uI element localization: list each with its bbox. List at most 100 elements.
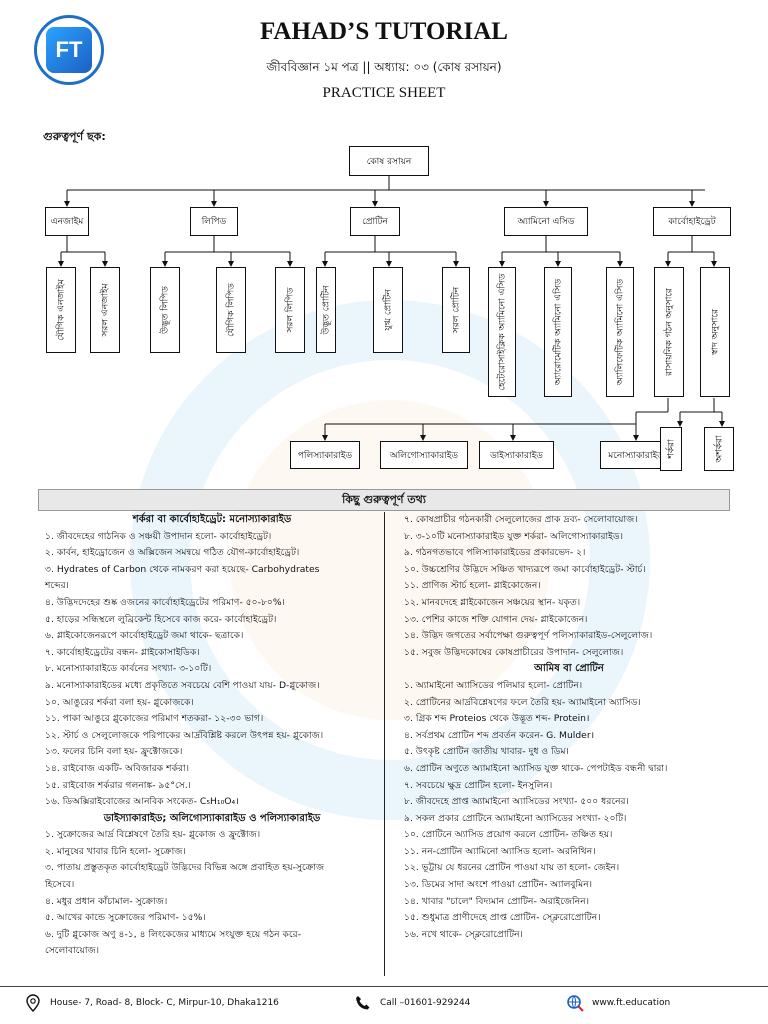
node-conjugated-protein: যুগ্ম প্রোটিন: [373, 267, 403, 353]
protein-fact-item: ১. অ্যামাইনো অ্যাসিডের পলিমার হলো- প্রোট…: [404, 679, 583, 691]
node-compound-enzyme: যৌগিক এনজাইম: [46, 267, 76, 353]
fact-list-protein: ১. অ্যামাইনো অ্যাসিডের পলিমার হলো- প্রোট…: [404, 678, 734, 944]
facts-heading: কিছু গুরুত্বপূর্ণ তথ্য: [38, 489, 730, 511]
node-derived-lipid: উদ্ভূত লিপিড: [150, 267, 180, 353]
node-simple-enzyme: সরল এনজাইম: [90, 267, 120, 353]
node-by-taste: স্বাদ অনুসারে: [700, 267, 730, 397]
polysaccharide-fact-item: ১১. প্রাণিজ স্টার্চ হলো- গ্লাইকোজেন।: [404, 580, 541, 592]
carbohydrate-fact-item: ১৪. রাইবোজ একটি- অবিজারক শর্করা।: [45, 762, 190, 774]
protein-fact-item: ৬. প্রোটিন অণুতে অ্যামাইনো অ্যাসিড যুক্ত…: [404, 762, 668, 774]
carbohydrate-fact-item: ৩. Hydrates of Carbon থেকে নামকরণ করা হয…: [45, 563, 320, 575]
node-aliphatic-amino: অ্যালিফেটিক অ্যামিনো এসিড: [606, 267, 634, 397]
carbohydrate-fact-item: ১৬. ডিঅক্সিরাইবোজের আনবিক সংকেত- C₅H₁₀O₄…: [45, 796, 239, 808]
phone-text: Call –01601-929244: [380, 998, 471, 1008]
protein-fact-item: ১২. ভূট্টায় যে ধরনের প্রোটিন পাওয়া যায…: [404, 862, 620, 874]
node-oligosaccharide: অলিগোস্যাকারাইড: [380, 441, 468, 469]
fact-list-carbohydrate: ১. জীবদেহের গাঠনিক ও সঞ্চয়ী উপাদান হলো-…: [45, 529, 379, 811]
polysaccharide-fact-item: ৭. কোষপ্রাচীর গঠনকারী সেলুলোজের প্রাক দ্…: [404, 514, 638, 525]
fact-list-polysaccharide: ৭. কোষপ্রাচীর গঠনকারী সেলুলোজের প্রাক দ্…: [404, 512, 734, 661]
chapter-subtitle: জীববিজ্ঞান ১ম পত্র || অধ্যায়: ০৩ (কোষ র…: [266, 60, 502, 74]
location-pin-icon: [24, 994, 42, 1012]
polysaccharide-fact-item: ১৫. সবুজ উদ্ভিদকোষের কোষপ্রাচীরের উপাদান…: [404, 646, 624, 658]
carbohydrate-fact-item: ১৫. রাইবোজ শর্করার গলনাঙ্ক- ৯৫°সে.।: [45, 779, 191, 791]
protein-fact-item: ২. প্রোটিনের আর্দ্রবিশ্লেষণের ফলে তৈরি হ…: [404, 696, 641, 708]
footer-website: www.ft.education: [566, 994, 670, 1012]
section-heading: গুরুত্বপূর্ণ ছক:: [43, 130, 106, 143]
node-aromatic-amino: অ্যারোমেটিক অ্যামিনো এসিড: [544, 267, 572, 397]
polysaccharide-fact-item: ৮. ৩-১০টি মনোস্যাকারাইড যুক্ত শর্করা- অল…: [404, 530, 623, 542]
page-title: FAHAD’S TUTORIAL: [260, 18, 508, 45]
node-sugar: শর্করা: [660, 427, 682, 471]
footer-phone: Call –01601-929244: [354, 994, 470, 1012]
saccharide-fact-item: ৬. দুটি গ্লুকোজ অণু ৪-১, ৪ লিংকেজের মাধ্…: [45, 928, 302, 940]
node-non-sugar: অশর্করা: [704, 427, 734, 471]
node-disaccharide: ডাইস্যাকারাইড: [479, 441, 554, 469]
polysaccharide-fact-item: ১২. মানবদেহে গ্লাইকোজেন সঞ্চয়ের স্থান- …: [404, 596, 581, 608]
protein-fact-item: ১৫. শুধুমাত্র প্রাণীদেহে প্রাপ্ত প্রোটিন…: [404, 912, 601, 924]
carbohydrate-fact-item: ৮. মনোস্যাকারাইডে কার্বনের সংখ্যা- ৩-১০ট…: [45, 663, 212, 675]
carbohydrate-fact-item: ৭. কার্বোহাইড্রেটের বন্ধন- গ্লাইকোসাইডিক…: [45, 646, 200, 658]
protein-fact-item: ১৬. নখে থাকে- স্ক্লেরোপ্রোটিন।: [404, 928, 523, 940]
globe-search-icon: [566, 994, 584, 1012]
footer-divider: [0, 986, 768, 987]
protein-fact-item: ৯. সকল প্রকার প্রোটিনে অ্যামাইনো অ্যাসিড…: [404, 812, 627, 824]
carbohydrate-fact-item: ১২. স্টার্চ ও সেলুলোজকে পরিপাকের আর্দ্রব…: [45, 729, 324, 741]
facts-right-column: ৭. কোষপ্রাচীর গঠনকারী সেলুলোজের প্রাক দ্…: [404, 512, 734, 943]
protein-fact-item: ৩. গ্রিক শব্দ Proteios থেকে উদ্ভূত শব্দ-…: [404, 713, 590, 725]
saccharide-fact-item: ৪. মধুর প্রধান কাঁচামাল- সুক্রোজ।: [45, 895, 168, 907]
protein-fact-item: ৪. সর্বপ্রথম প্রোটিন শব্দ প্রবর্তন করেন-…: [404, 729, 595, 741]
saccharide-fact-item: ৩. পাতায় প্রস্তুতকৃত কার্বোহাইড্রেট উদ্…: [45, 862, 325, 874]
node-root: কোষ রসায়ন: [349, 146, 429, 176]
node-protein: প্রোটিন: [350, 207, 400, 236]
logo-mark: FT: [46, 27, 92, 73]
node-amino-acid: অ্যামিনো এসিড: [504, 207, 588, 236]
saccharide-fact-item: ১. সুক্রোজের আর্দ্র বিশ্লেষণে তৈরি হয়- …: [45, 829, 261, 841]
column-divider: [384, 512, 385, 976]
carbohydrate-fact-item: ৬. গ্লাইকোজেনরূপে কার্বোহাইড্রেট জমা থাক…: [45, 630, 244, 642]
saccharide-fact-item: ২. মানুষের খাবার চিনি হলো- সুক্রোজ।: [45, 845, 186, 857]
section-title-carbohydrate: শর্করা বা কার্বোহাইড্রেট: মনোস্যাকারাইড: [132, 514, 292, 525]
footer-address: House- 7, Road- 8, Block- C, Mirpur-10, …: [24, 994, 279, 1012]
protein-fact-item: ১০. প্রোটিনে অ্যাসিড প্রয়োগ করলে প্রোটি…: [404, 829, 613, 841]
node-derived-protein: উদ্ভূত প্রোটিন: [316, 267, 336, 353]
node-heterocyclic-amino: হেটেরোসাইক্লিক অ্যামিনো এসিড: [488, 267, 516, 397]
polysaccharide-fact-item: ১০. উচ্চশ্রেণির উদ্ভিদে সঞ্চিত খাদ্যরূপে…: [404, 563, 646, 575]
saccharide-fact-item: ৫. আখের কান্ডে সুক্রোজের পরিমাণ- ১৫%।: [45, 912, 206, 924]
website-link[interactable]: www.ft.education: [592, 998, 671, 1008]
carbohydrate-fact-item: ৯. মনোস্যাকারাইডের মধ্যে প্রকৃতিতে সবচেয…: [45, 679, 320, 691]
node-simple-lipid: সরল লিপিড: [275, 267, 305, 353]
fact-list-saccharides: ১. সুক্রোজের আর্দ্র বিশ্লেষণে তৈরি হয়- …: [45, 827, 379, 960]
node-by-chemical-structure: রাসায়নিক গঠন অনুসারে: [654, 267, 684, 397]
polysaccharide-fact-item: ১৩. পেশির কাজে শক্তি যোগান দেয়- গ্লাইকো…: [404, 613, 588, 625]
diagram-connectors: [58, 176, 725, 441]
protein-fact-item: ৫. উৎকৃষ্ট প্রোটিন জাতীয় খাবার- দুধ ও ড…: [404, 746, 569, 758]
node-enzyme: এনজাইম: [45, 207, 89, 236]
node-lipid: লিপিড: [190, 207, 238, 236]
carbohydrate-fact-item: ১০. আঙুরের শর্করা বলা হয়- গ্লুকোজকে।: [45, 696, 194, 708]
sheet-label: PRACTICE SHEET: [322, 85, 446, 101]
section-title-saccharides: ডাইস্যাকারাইড; অলিগোস্যাকারাইড ও পলিস্যা…: [103, 812, 321, 824]
polysaccharide-fact-item: ১৪. উদ্ভিদ জগতের সর্বাপেক্ষা গুরুত্বপূর্…: [404, 630, 653, 642]
carbohydrate-fact-item: ১. জীবদেহের গাঠনিক ও সঞ্চয়ী উপাদান হলো-…: [45, 530, 272, 542]
protein-fact-item: ১১. নন-প্রোটিন অ্যামিনো অ্যাসিড হলো- অরন…: [404, 845, 596, 857]
brand-logo: FT: [34, 15, 104, 85]
node-compound-lipid: যৌগিক লিপিড: [216, 267, 246, 353]
saccharide-fact-item: সেলোবায়োজ।: [45, 945, 100, 957]
protein-fact-item: ৮. জীবদেহে প্রাপ্ত অ্যামাইনো অ্যাসিডের স…: [404, 796, 629, 808]
address-text: House- 7, Road- 8, Block- C, Mirpur-10, …: [50, 998, 279, 1008]
carbohydrate-fact-item: ৪. উদ্ভিদদেহের শুষ্ক ওজনের কার্বোহাইড্রে…: [45, 596, 285, 608]
carbohydrate-fact-item: ৫. হাড়ের সন্ধিস্থলে লুব্রিকেন্ট হিসেবে …: [45, 613, 277, 625]
facts-left-column: শর্করা বা কার্বোহাইড্রেট: মনোস্যাকারাইড …: [45, 512, 379, 960]
node-simple-protein: সরল প্রোটিন: [442, 267, 470, 353]
node-polysaccharide: পলিস্যাকারাইড: [290, 441, 360, 469]
saccharide-fact-item: হিসেবে।: [45, 879, 75, 891]
polysaccharide-fact-item: ৯. গঠনগতভাবে পলিস্যাকারাইডের প্রকারভেদ- …: [404, 547, 586, 559]
section-title-protein: আমিষ বা প্রোটিন: [534, 663, 604, 675]
protein-fact-item: ১৩. ডিমের সাদা অংশে পাওয়া প্রোটিন- অ্যা…: [404, 879, 593, 891]
carbohydrate-fact-item: ১১. পাকা আঙুরে গ্লুকোজের পরিমাণ শতকরা- ১…: [45, 713, 264, 725]
carbohydrate-fact-item: ২. কার্বন, হাইড্রোজেন ও অক্সিজেন সমন্বয়…: [45, 547, 300, 559]
phone-icon: [354, 994, 372, 1012]
carbohydrate-fact-item: শব্দের।: [45, 580, 69, 592]
protein-fact-item: ৭. সবচেয়ে ক্ষুদ্র প্রোটিন হলো- ইনসুলিন।: [404, 779, 553, 791]
node-carbohydrate: কার্বোহাইড্রেট: [653, 207, 731, 236]
